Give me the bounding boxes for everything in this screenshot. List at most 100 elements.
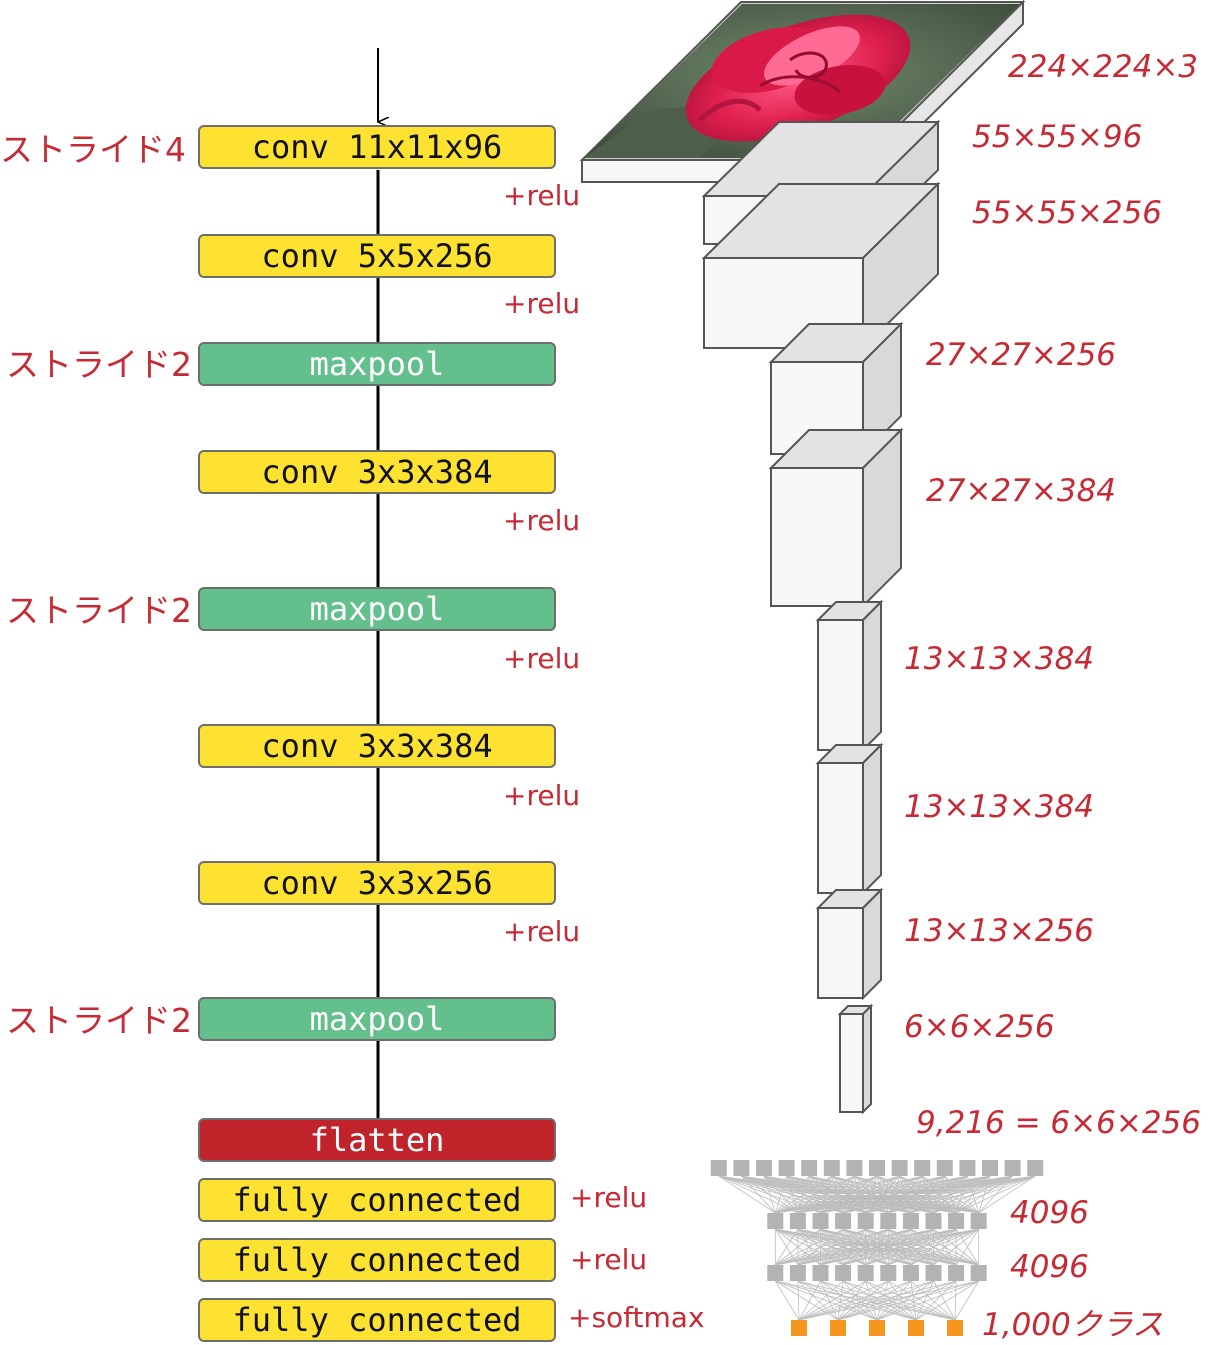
volume-6x6x256 bbox=[837, 1003, 874, 1115]
activation-label-fc1: +relu bbox=[570, 1181, 648, 1214]
fc-connection bbox=[798, 1280, 889, 1321]
layer-conv3: conv 3x3x384 bbox=[198, 450, 556, 494]
fc-hidden1-node bbox=[857, 1213, 874, 1229]
stride-label-conv1: ストライド4 bbox=[0, 130, 186, 169]
fc-connection bbox=[775, 1228, 934, 1266]
fc-connection bbox=[933, 1228, 979, 1266]
fc-input-node bbox=[959, 1160, 976, 1176]
fc-connection bbox=[797, 1280, 839, 1321]
layer-flatten: flatten bbox=[198, 1118, 556, 1162]
fc-input-node bbox=[846, 1160, 863, 1176]
fc-output-node bbox=[869, 1320, 885, 1336]
fc-connection bbox=[876, 1280, 957, 1321]
fc-connection bbox=[775, 1228, 844, 1266]
fc-connection bbox=[933, 1175, 1036, 1214]
dim-label-flatten: 9,216 = 6×6×256 bbox=[916, 1105, 1201, 1141]
stride-label-maxpool2: ストライド2 bbox=[6, 591, 192, 630]
fc-input-node bbox=[823, 1160, 840, 1176]
fc-connection bbox=[798, 1280, 934, 1321]
fc-hidden2-node bbox=[925, 1265, 942, 1281]
fc-connection bbox=[798, 1280, 957, 1321]
fc-connection bbox=[775, 1228, 866, 1266]
fc-connection bbox=[837, 1280, 934, 1321]
dim-label-conv3: 27×27×384 bbox=[926, 473, 1117, 509]
fc-input-node bbox=[936, 1160, 953, 1176]
fc-hidden2-node bbox=[857, 1265, 874, 1281]
layer-fc1: fully connected bbox=[198, 1178, 556, 1222]
fc-connection bbox=[775, 1175, 900, 1214]
stride-label-maxpool3: ストライド2 bbox=[6, 1001, 192, 1040]
dim-label-conv4: 13×13×384 bbox=[904, 789, 1095, 825]
volume-13x13x384-a bbox=[815, 599, 884, 753]
fc-hidden2-node bbox=[948, 1265, 965, 1281]
fc-connection bbox=[865, 1175, 1036, 1214]
fc-connection bbox=[775, 1175, 991, 1214]
dim-label-conv1: 55×55×96 bbox=[972, 119, 1143, 155]
layer-conv2: conv 5x5x256 bbox=[198, 234, 556, 278]
fc-connection bbox=[843, 1175, 1036, 1214]
fc-input-node bbox=[869, 1160, 885, 1176]
fc-connection bbox=[820, 1228, 979, 1266]
dim-label-maxpool2: 13×13×384 bbox=[904, 641, 1095, 677]
volume-55x55x256 bbox=[701, 181, 941, 351]
layer-maxpool2: maxpool bbox=[198, 587, 556, 631]
fc-input-node bbox=[710, 1160, 727, 1176]
fc-hidden1-node bbox=[812, 1213, 829, 1229]
rose-image bbox=[584, 4, 1020, 158]
fc-hidden2-node bbox=[812, 1265, 829, 1281]
fc-input-node bbox=[756, 1160, 772, 1176]
layer-fc2: fully connected bbox=[198, 1238, 556, 1282]
fc-connection bbox=[797, 1280, 878, 1321]
fc-connection bbox=[797, 1175, 1036, 1214]
dim-label-fc2: 4096 bbox=[1010, 1249, 1089, 1285]
dim-label-maxpool1: 27×27×256 bbox=[926, 337, 1117, 373]
fc-hidden2-node bbox=[835, 1265, 852, 1281]
fc-connection bbox=[775, 1228, 979, 1266]
fc-input-node bbox=[891, 1160, 908, 1176]
fc-output-node bbox=[908, 1320, 924, 1336]
fc-hidden2-node bbox=[880, 1265, 897, 1281]
layer-maxpool1: maxpool bbox=[198, 342, 556, 386]
fc-input-node bbox=[1027, 1160, 1044, 1176]
layer-conv1: conv 11x11x96 bbox=[198, 125, 556, 169]
fc-hidden1-node bbox=[948, 1213, 965, 1229]
fc-hidden1-node bbox=[925, 1213, 942, 1229]
fc-connection bbox=[798, 1280, 912, 1321]
activation-label-conv4: +relu bbox=[503, 779, 581, 812]
fc-connection bbox=[888, 1175, 1036, 1214]
dim-label-maxpool3: 6×6×256 bbox=[904, 1009, 1055, 1045]
fc-connection bbox=[763, 1175, 776, 1214]
dim-label-fc1: 4096 bbox=[1010, 1195, 1089, 1231]
fc-connection bbox=[876, 1280, 934, 1321]
fc-connection bbox=[775, 1280, 917, 1321]
fc-connection bbox=[978, 1175, 1036, 1214]
fc-connection bbox=[797, 1228, 979, 1266]
fc-connection bbox=[775, 1175, 945, 1214]
fc-connection bbox=[842, 1280, 878, 1321]
fc-connection bbox=[842, 1280, 956, 1321]
fc-connections bbox=[718, 1175, 1036, 1321]
fc-input-node bbox=[1004, 1160, 1021, 1176]
fc-input-node bbox=[914, 1160, 931, 1176]
fc-connection bbox=[798, 1280, 979, 1321]
fc-hidden1-node bbox=[835, 1213, 852, 1229]
fc-connection bbox=[774, 1228, 799, 1266]
fc-connection bbox=[837, 1280, 867, 1321]
fc-connection bbox=[954, 1280, 980, 1321]
fc-hidden1-node bbox=[767, 1213, 784, 1229]
input-image-volume bbox=[579, 0, 1026, 185]
fc-connection bbox=[775, 1228, 889, 1266]
fc-connection bbox=[910, 1175, 1036, 1214]
fc-connection bbox=[774, 1280, 800, 1321]
fc-connection bbox=[775, 1175, 810, 1214]
fc-hidden2-node bbox=[767, 1265, 784, 1281]
volume-13x13x384-b bbox=[815, 742, 884, 896]
fc-hidden1-node bbox=[880, 1213, 897, 1229]
layer-conv4: conv 3x3x384 bbox=[198, 724, 556, 768]
fc-connection bbox=[775, 1228, 912, 1266]
fc-hidden2-node bbox=[789, 1265, 806, 1281]
fc-connection bbox=[775, 1175, 1036, 1214]
fc-connection bbox=[798, 1280, 844, 1321]
fc-connection bbox=[798, 1280, 866, 1321]
